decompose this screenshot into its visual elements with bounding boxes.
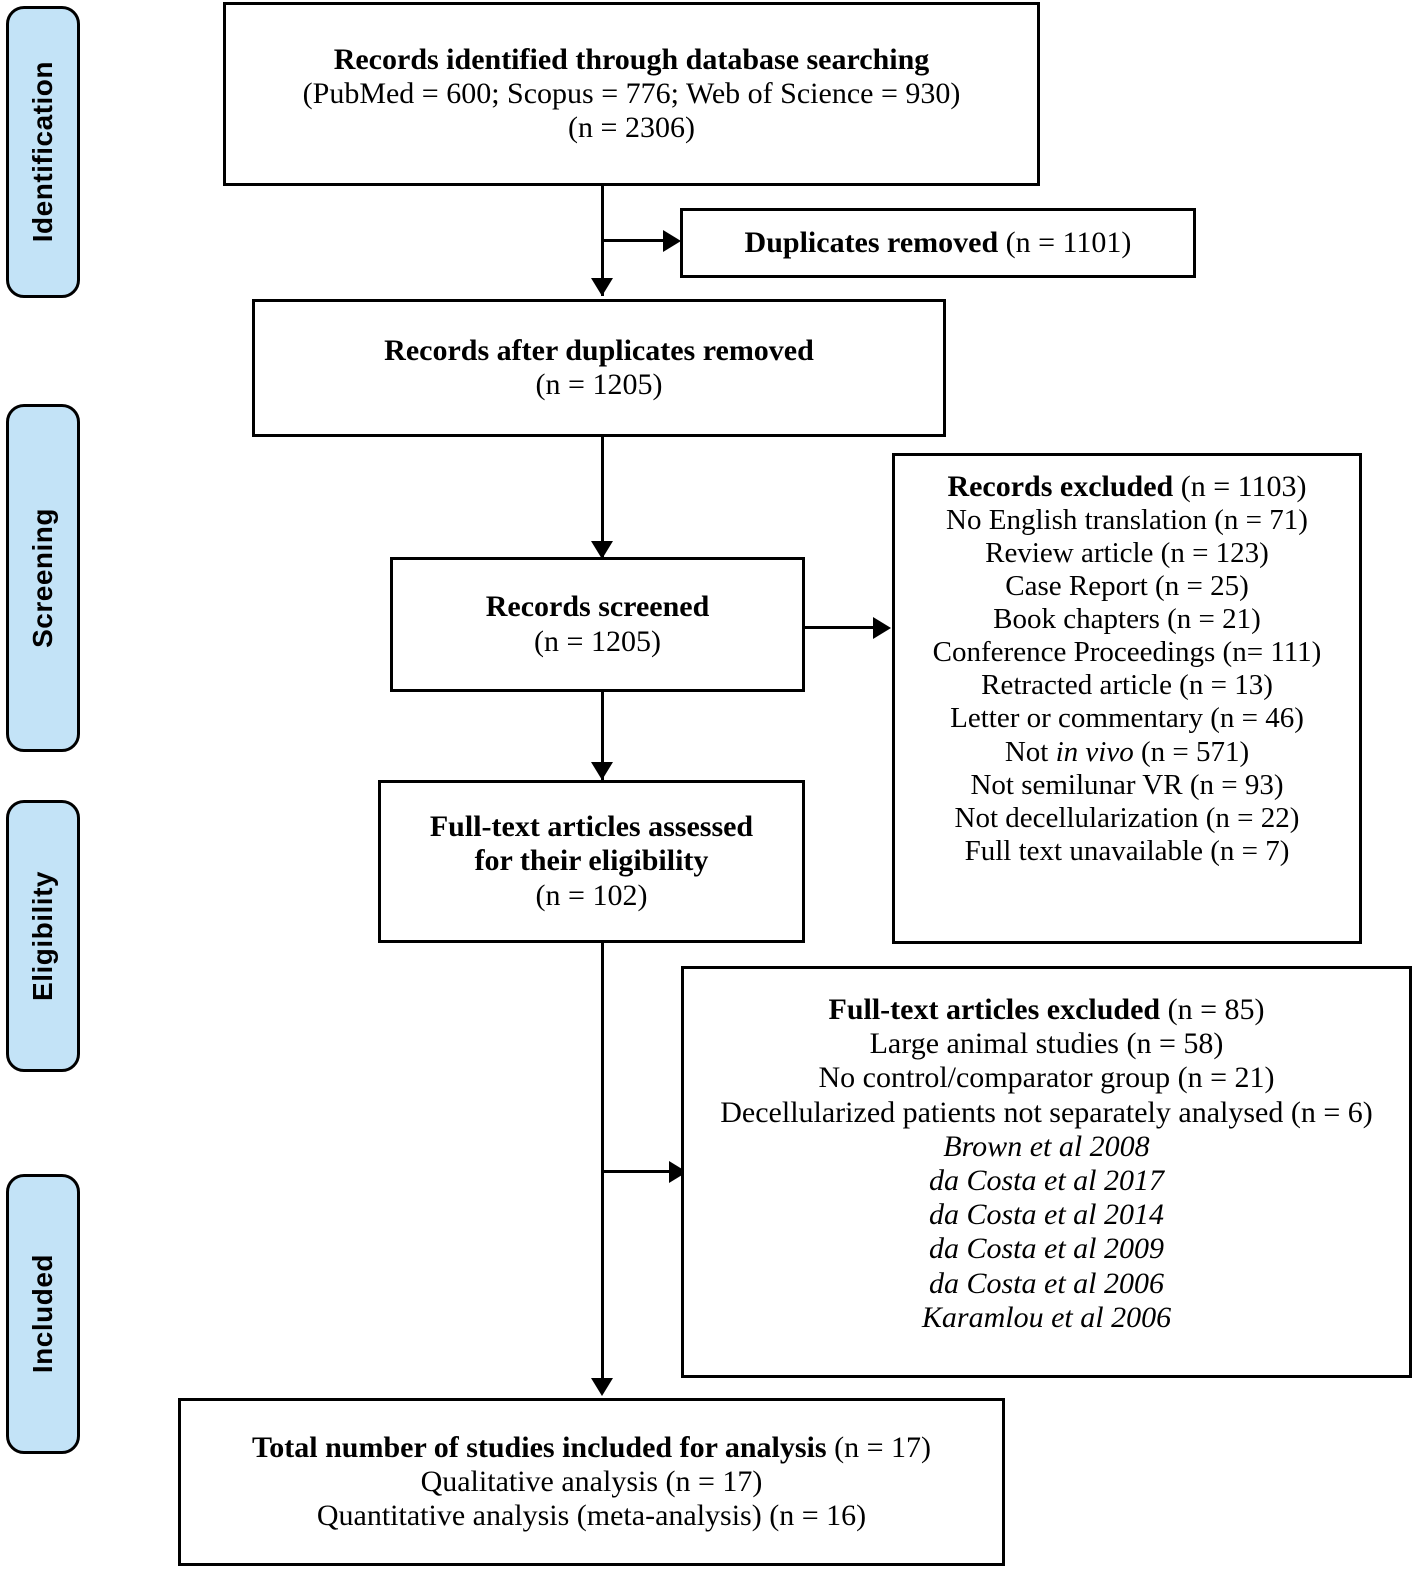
stage-label-identification-text: Identification bbox=[27, 61, 58, 243]
arrowhead-to-after-duplicates bbox=[591, 278, 613, 296]
records-screened-line-2: (n = 1205) bbox=[534, 624, 661, 658]
box-records-screened: Records screened (n = 1205) bbox=[390, 557, 805, 692]
box-fulltext-excluded: Full-text articles excluded (n = 85) Lar… bbox=[681, 966, 1412, 1378]
records-excluded-item: Retracted article (n = 13) bbox=[981, 669, 1273, 702]
records-excluded-item: Review article (n = 123) bbox=[985, 537, 1269, 570]
fulltext-excluded-count: (n = 85) bbox=[1160, 993, 1265, 1026]
records-excluded-item: No English translation (n = 71) bbox=[946, 504, 1308, 537]
fulltext-excluded-item: Large animal studies (n = 58) bbox=[869, 1027, 1224, 1061]
stage-label-included-text: Included bbox=[27, 1254, 58, 1374]
arrowhead-to-records-excluded bbox=[873, 617, 891, 639]
records-identified-line-2: (PubMed = 600; Scopus = 776; Web of Scie… bbox=[302, 76, 961, 110]
records-excluded-head: Records excluded bbox=[947, 470, 1174, 503]
included-total-quantitative: Quantitative analysis (meta-analysis) (n… bbox=[316, 1499, 867, 1533]
fulltext-assessed-line-1: Full-text articles assessed bbox=[429, 810, 754, 844]
records-identified-line-1: Records identified through database sear… bbox=[333, 42, 930, 76]
stage-label-screening: Screening bbox=[6, 404, 80, 752]
records-after-duplicates-line-1: Records after duplicates removed bbox=[384, 333, 814, 367]
fulltext-excluded-item: No control/comparator group (n = 21) bbox=[818, 1061, 1275, 1095]
fulltext-excluded-reference: da Costa et al 2017 bbox=[928, 1163, 1164, 1197]
included-total-qualitative: Qualitative analysis (n = 17) bbox=[420, 1464, 763, 1498]
fulltext-excluded-reference: da Costa et al 2014 bbox=[928, 1198, 1164, 1232]
records-excluded-item: Not semilunar VR (n = 93) bbox=[970, 768, 1284, 801]
box-records-identified: Records identified through database sear… bbox=[223, 2, 1040, 186]
records-excluded-item: Book chapters (n = 21) bbox=[993, 603, 1261, 636]
connector-screened-to-excluded bbox=[805, 626, 875, 629]
records-excluded-item: Full text unavailable (n = 7) bbox=[964, 834, 1290, 867]
connector-screened-to-fulltext bbox=[601, 692, 604, 782]
fulltext-excluded-head: Full-text articles excluded bbox=[828, 993, 1161, 1026]
box-records-excluded: Records excluded (n = 1103) No English t… bbox=[892, 453, 1362, 944]
duplicates-removed-text: Duplicates removed (n = 1101) bbox=[693, 226, 1183, 260]
records-excluded-count: (n = 1103) bbox=[1173, 470, 1307, 503]
records-excluded-item: Letter or commentary (n = 46) bbox=[950, 702, 1304, 735]
fulltext-excluded-reference: Brown et al 2008 bbox=[943, 1129, 1150, 1163]
arrowhead-to-records-screened bbox=[591, 541, 613, 559]
stage-label-screening-text: Screening bbox=[27, 508, 58, 648]
box-included-total: Total number of studies included for ana… bbox=[178, 1398, 1005, 1566]
stage-label-eligibility: Eligibility bbox=[6, 800, 80, 1072]
duplicates-removed-count: (n = 1101) bbox=[998, 225, 1132, 259]
duplicates-removed-head: Duplicates removed bbox=[744, 225, 999, 259]
connector-branch-to-duplicates bbox=[601, 239, 665, 242]
included-total-head: Total number of studies included for ana… bbox=[252, 1430, 827, 1464]
fulltext-assessed-line-2: for their eligibility bbox=[474, 844, 709, 878]
records-excluded-item: Case Report (n = 25) bbox=[1005, 570, 1249, 603]
box-fulltext-assessed: Full-text articles assessed for their el… bbox=[378, 780, 805, 943]
included-total-count: (n = 17) bbox=[826, 1430, 931, 1464]
records-excluded-item: Not decellularization (n = 22) bbox=[954, 801, 1300, 834]
connector-after-duplicates-to-screened bbox=[601, 437, 604, 559]
stage-label-eligibility-text: Eligibility bbox=[27, 871, 58, 1001]
fulltext-excluded-reference: da Costa et al 2009 bbox=[928, 1232, 1164, 1266]
fulltext-excluded-reference: da Costa et al 2006 bbox=[928, 1266, 1164, 1300]
connector-branch-to-fulltext-excluded bbox=[601, 1170, 671, 1173]
records-excluded-item: Conference Proceedings (n= 111) bbox=[932, 636, 1322, 669]
fulltext-excluded-reference: Karamlou et al 2006 bbox=[921, 1300, 1172, 1334]
arrowhead-to-duplicates bbox=[663, 230, 681, 252]
stage-label-included: Included bbox=[6, 1174, 80, 1454]
fulltext-assessed-line-3: (n = 102) bbox=[535, 878, 648, 912]
not-in-vivo-post: (n = 571) bbox=[1133, 735, 1250, 768]
not-in-vivo-pre: Not bbox=[1004, 735, 1056, 768]
records-after-duplicates-line-2: (n = 1205) bbox=[535, 368, 663, 401]
included-total-title: Total number of studies included for ana… bbox=[191, 1431, 992, 1465]
fulltext-excluded-item: Decellularized patients not separately a… bbox=[720, 1095, 1373, 1129]
arrowhead-to-fulltext-assessed bbox=[591, 762, 613, 780]
connector-fulltext-to-included bbox=[601, 943, 604, 1381]
records-identified-line-3: (n = 2306) bbox=[568, 111, 695, 145]
box-records-after-duplicates: Records after duplicates removed (n = 12… bbox=[252, 299, 946, 437]
records-excluded-item-not-in-vivo: Not in vivo (n = 571) bbox=[905, 736, 1349, 769]
records-excluded-title: Records excluded (n = 1103) bbox=[905, 470, 1349, 504]
fulltext-excluded-title: Full-text articles excluded (n = 85) bbox=[694, 993, 1399, 1027]
records-screened-line-1: Records screened bbox=[485, 590, 710, 624]
arrowhead-to-included-total bbox=[591, 1378, 613, 1396]
box-duplicates-removed: Duplicates removed (n = 1101) bbox=[680, 208, 1196, 278]
not-in-vivo-italic: in vivo bbox=[1055, 735, 1134, 768]
stage-label-identification: Identification bbox=[6, 6, 80, 298]
